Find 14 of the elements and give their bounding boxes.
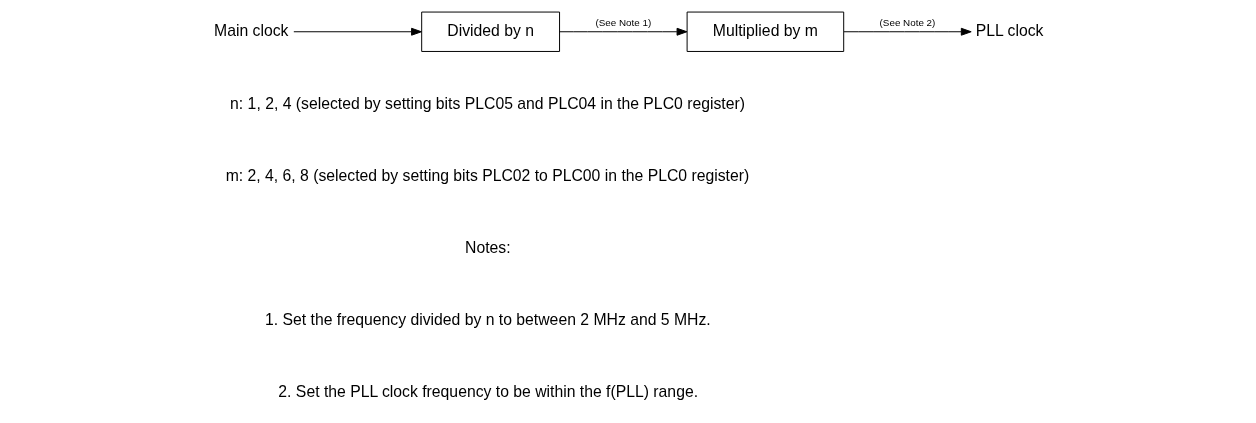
label: 1. Set the frequency divided by n to between 2 MHz and 5 MHz. bbox=[264, 311, 711, 329]
edge-label: (See Note 2) bbox=[879, 16, 935, 28]
node-text: Main clock bbox=[213, 21, 288, 39]
arrow bbox=[292, 27, 422, 36]
label: Notes: bbox=[464, 239, 511, 257]
arrow bbox=[558, 27, 687, 36]
node-text: PLL clock bbox=[975, 21, 1043, 39]
label: n: 1, 2, 4 (selected by setting bits PLC05 and PLC04 in the PLC0 register) bbox=[229, 95, 745, 113]
edge-label: (See Note 1) bbox=[594, 16, 651, 28]
label: 2. Set the PLL clock frequency to be within the f(PLL) range. bbox=[277, 382, 698, 400]
label: m: 2, 4, 6, 8 (selected by setting bits PLC02 to PLC00 in the PLC0 register) bbox=[225, 167, 749, 185]
node-box: Multiplied by m bbox=[686, 11, 844, 52]
arrow bbox=[843, 27, 972, 36]
node-box: Divided by n bbox=[420, 11, 560, 52]
